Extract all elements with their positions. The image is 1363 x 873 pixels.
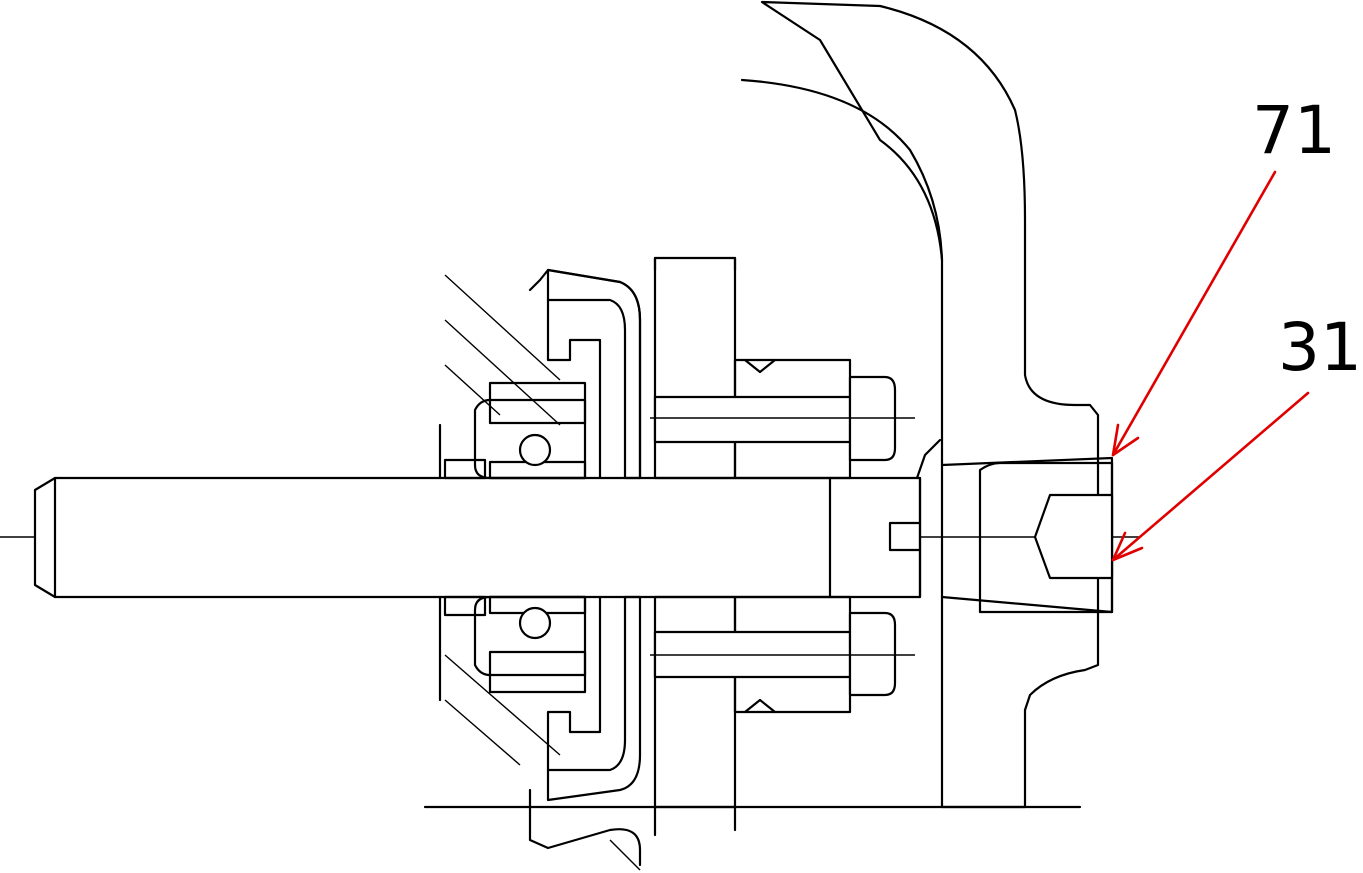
retaining-clip <box>915 438 942 599</box>
hub-upper <box>653 256 852 480</box>
leader-71 <box>1111 170 1277 457</box>
callout-71: 71 <box>1252 92 1336 169</box>
bolt-upper <box>650 375 915 462</box>
ball-bearing-lower <box>443 595 587 694</box>
ball-bearing-upper <box>443 381 587 480</box>
bearing-housing <box>438 274 641 871</box>
threaded-insert <box>940 456 1114 614</box>
seal-cover-upper <box>528 268 642 480</box>
seal-cover-lower <box>528 595 642 867</box>
leader-31 <box>1111 391 1310 562</box>
callout-31: 31 <box>1278 309 1362 386</box>
shaft <box>33 476 922 599</box>
housing-wall <box>740 0 1100 809</box>
bolt-lower <box>650 611 915 697</box>
